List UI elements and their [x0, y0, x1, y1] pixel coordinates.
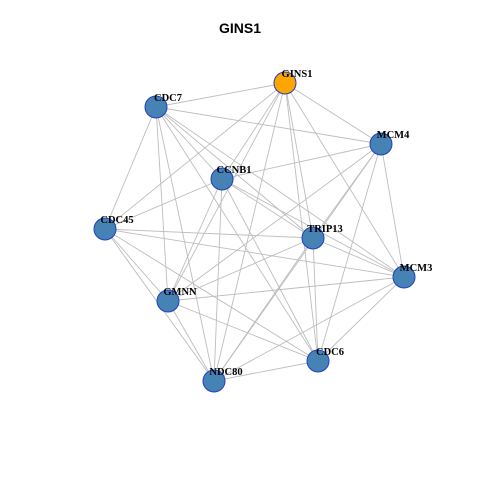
node-label: CCNB1	[216, 165, 251, 176]
node-circle	[392, 265, 416, 289]
node-ndc80: NDC80	[202, 367, 243, 393]
edge-cdc45-trip13	[104, 228, 314, 239]
node-circle	[301, 226, 325, 250]
edge-trip13-cdc6	[312, 237, 319, 362]
node-cdc6: CDC6	[306, 347, 344, 373]
edge-gins1-gmnn	[167, 82, 286, 302]
edge-gmnn-cdc6	[167, 300, 319, 362]
edge-mcm4-ccnb1	[221, 143, 382, 180]
node-label: NDC80	[209, 367, 242, 378]
edge-trip13-mcm3	[312, 237, 405, 278]
node-cdc45: CDC45	[93, 215, 134, 241]
node-circle	[306, 349, 330, 373]
node-label: CDC6	[316, 347, 344, 358]
node-gins1: GINS1	[273, 69, 313, 95]
edge-mcm4-mcm3	[380, 143, 405, 278]
edge-cdc45-gmnn	[104, 228, 169, 302]
node-label: GMNN	[163, 287, 197, 298]
node-circle	[369, 132, 393, 156]
node-circle	[273, 71, 297, 95]
edge-cdc7-gmnn	[155, 106, 169, 302]
edge-mcm3-gmnn	[167, 276, 405, 302]
node-label: MCM4	[377, 130, 410, 141]
edge-gins1-trip13	[284, 82, 314, 239]
edge-gmnn-ndc80	[167, 300, 215, 382]
graph-title: GINS1	[218, 20, 261, 36]
node-cdc7: CDC7	[144, 93, 182, 119]
node-label: MCM3	[400, 263, 433, 274]
edge-trip13-gmnn	[167, 237, 314, 302]
edge-gins1-ccnb1	[221, 82, 286, 180]
edge-gins1-mcm3	[284, 82, 405, 278]
node-circle	[156, 289, 180, 313]
node-label: CDC45	[100, 215, 133, 226]
node-mcm4: MCM4	[369, 130, 410, 156]
edge-cdc7-ccnb1	[155, 106, 223, 180]
node-label: GINS1	[282, 69, 313, 80]
edge-ccnb1-cdc45	[104, 178, 223, 230]
edge-mcm4-cdc6	[317, 143, 382, 362]
node-mcm3: MCM3	[392, 263, 433, 289]
edge-cdc7-ndc80	[155, 106, 215, 382]
node-gmnn: GMNN	[156, 287, 197, 313]
edge-mcm4-gmnn	[167, 143, 382, 302]
edge-ccnb1-gmnn	[167, 178, 223, 302]
node-circle	[202, 369, 226, 393]
edge-cdc6-ndc80	[213, 360, 319, 382]
edge-cdc7-mcm3	[155, 106, 405, 278]
node-circle	[210, 167, 234, 191]
edge-mcm3-cdc6	[317, 276, 405, 362]
edge-cdc7-cdc6	[155, 106, 319, 362]
edge-ccnb1-cdc6	[221, 178, 319, 362]
node-circle	[144, 95, 168, 119]
node-circle	[93, 217, 117, 241]
node-trip13: TRIP13	[301, 224, 343, 250]
edge-trip13-ndc80	[213, 237, 314, 382]
edge-cdc7-trip13	[155, 106, 314, 239]
edges-layer	[104, 82, 405, 382]
node-label: CDC7	[154, 93, 182, 104]
node-ccnb1: CCNB1	[210, 165, 252, 191]
edge-gins1-mcm4	[284, 82, 382, 145]
edge-gins1-cdc45	[104, 82, 286, 230]
edge-ccnb1-trip13	[221, 178, 314, 239]
edge-gins1-cdc7	[155, 82, 286, 108]
edge-cdc7-cdc45	[104, 106, 157, 230]
edge-mcm3-ndc80	[213, 276, 405, 382]
edge-ccnb1-ndc80	[213, 178, 223, 382]
node-label: TRIP13	[307, 224, 343, 235]
edge-cdc45-mcm3	[104, 228, 405, 278]
edge-cdc45-cdc6	[104, 228, 319, 362]
edge-cdc7-mcm4	[155, 106, 382, 145]
